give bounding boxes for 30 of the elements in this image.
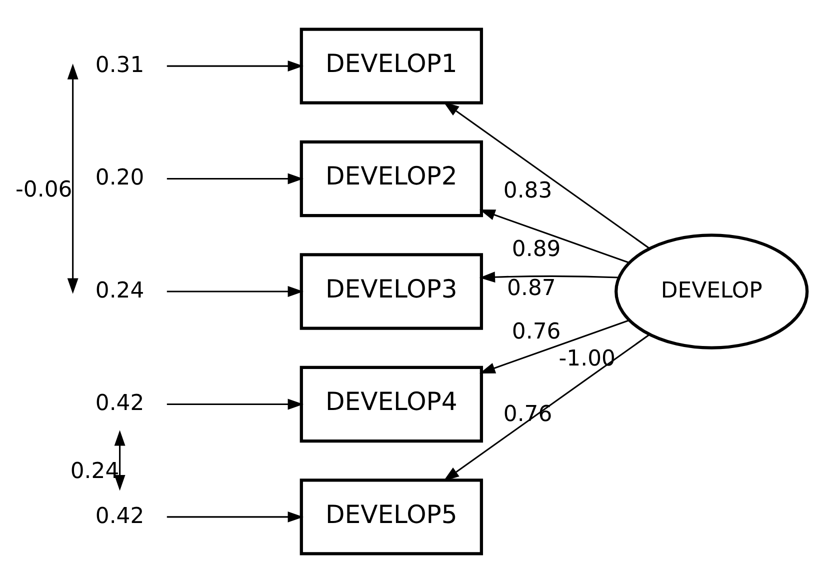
edge-label: 0.89: [512, 236, 561, 262]
node-label: -1.00: [558, 346, 616, 371]
node-box: DEVELOP4: [300, 365, 484, 442]
edge-label: 0.87: [507, 275, 556, 300]
arrow: [166, 398, 304, 410]
node-box: DEVELOP2: [300, 140, 484, 217]
arrow: [166, 286, 304, 296]
arrow: [480, 209, 630, 263]
arrow: [166, 510, 304, 522]
edge-label: 0.76: [512, 318, 561, 344]
node-box: DEVELOP3: [300, 252, 484, 330]
node-text: 0.20: [95, 165, 144, 190]
arrow: [114, 430, 126, 490]
edge-label: 0.24: [70, 458, 120, 484]
arrow: [166, 60, 304, 72]
node-box: DEVELOP1: [300, 27, 484, 104]
arrow: [443, 333, 650, 481]
node-text: 0.24: [95, 278, 144, 303]
node-box: DEVELOP5: [300, 478, 484, 555]
arrow: [480, 319, 630, 373]
arrow: [67, 63, 78, 294]
node-text: 0.42: [95, 390, 144, 416]
arrow: [479, 271, 619, 282]
node-ellipse: DEVELOP: [614, 233, 809, 349]
node-text: 0.31: [95, 52, 144, 78]
node-text: 0.42: [95, 503, 144, 528]
arrow: [443, 101, 650, 249]
edge-label: 0.83: [503, 178, 552, 203]
edge-label: -0.06: [16, 176, 72, 202]
arrow: [166, 172, 304, 184]
